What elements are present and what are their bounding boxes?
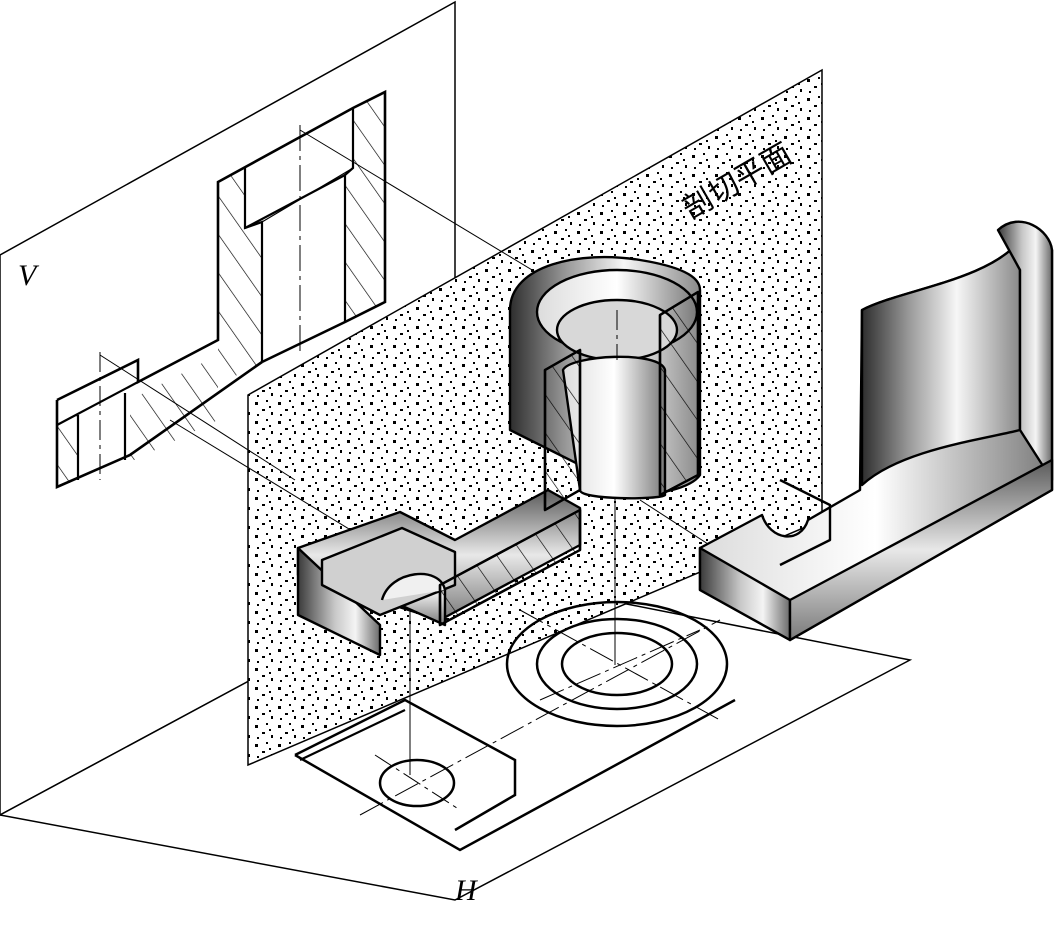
front-section-view — [55, 89, 387, 489]
v-plane-label: V — [18, 259, 40, 292]
removed-part-back-half — [698, 220, 1054, 642]
sectioned-part-front-half — [296, 255, 702, 657]
h-plane-label: H — [454, 874, 479, 907]
top-view — [294, 600, 736, 852]
